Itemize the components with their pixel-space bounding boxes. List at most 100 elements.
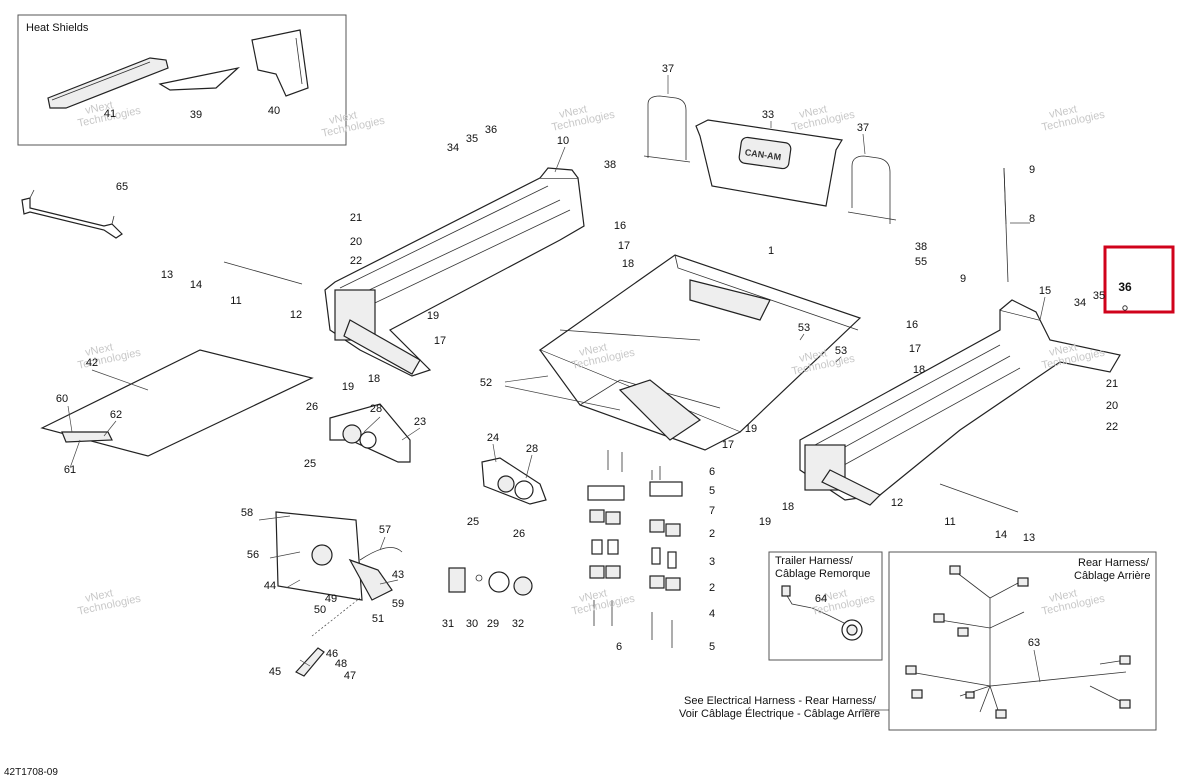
rear-harness-title-2: Câblage Arrière [1074,570,1150,582]
callout-38: 38 [604,159,616,171]
callout-21: 21 [1106,378,1118,390]
callout-9: 9 [1029,164,1035,176]
callout-42: 42 [86,357,98,369]
leader-line [67,405,73,433]
callout-4: 4 [709,608,715,620]
callout-25: 25 [304,458,316,470]
callout-24: 24 [487,432,499,444]
callout-49: 49 [325,593,337,605]
callout-45: 45 [269,666,281,678]
callout-62: 62 [110,409,122,421]
svg-text:vNext: vNext [84,587,114,605]
leader-line [379,579,399,585]
callout-63: 63 [1028,637,1040,649]
svg-text:vNext: vNext [84,99,114,117]
callout-25: 25 [467,516,479,528]
leader-lines [67,75,1046,683]
svg-text:vNext: vNext [798,347,828,365]
trailer-harness-box [768,551,883,661]
leader-line [103,420,117,437]
callout-41: 41 [104,108,116,120]
callout-32: 32 [512,618,524,630]
heat-shield-41 [47,57,169,109]
callout-5: 5 [709,641,715,653]
center-frame-tub [538,254,862,451]
callout-38: 38 [915,241,927,253]
heat-shield-39 [158,66,241,91]
heat-shield-40 [251,29,309,97]
svg-text:vNext: vNext [558,103,588,121]
callout-18: 18 [622,258,634,270]
callout-43: 43 [392,569,404,581]
callout-28: 28 [526,443,538,455]
leader-line [401,427,421,441]
clip-45 [295,647,325,677]
svg-text:vNext: vNext [578,341,608,359]
rod-11-right [939,483,1019,513]
handle-37-left [643,95,691,163]
callout-35: 35 [1093,290,1105,302]
callout-18: 18 [782,501,794,513]
callout-23: 23 [414,416,426,428]
callout-36-highlighted: 36 [1118,280,1132,294]
callout-17: 17 [722,439,734,451]
callout-17: 17 [434,335,446,347]
callout-2: 2 [709,528,715,540]
leader-line [1033,649,1041,683]
callout-35: 35 [466,133,478,145]
callout-5: 5 [709,485,715,497]
leader-line [1039,296,1046,321]
callout-64: 64 [815,593,827,605]
svg-text:vNext: vNext [1048,341,1078,359]
heat-shields-title: Heat Shields [26,22,89,34]
callout-6: 6 [709,466,715,478]
part-30 [475,574,483,582]
callout-17: 17 [909,343,921,355]
callout-1: 1 [768,245,774,257]
leader-line [379,536,386,551]
callout-19: 19 [427,310,439,322]
callout-36: 36 [485,124,497,136]
callout-13: 13 [161,269,173,281]
callout-8: 8 [1029,213,1035,225]
svg-text:vNext: vNext [1048,103,1078,121]
callout-20: 20 [1106,400,1118,412]
callout-37: 37 [857,122,869,134]
svg-text:vNext: vNext [818,587,848,605]
callout-59: 59 [392,598,404,610]
callout-22: 22 [350,255,362,267]
callout-12: 12 [891,497,903,509]
svg-text:vNext: vNext [1048,587,1078,605]
part-29 [488,571,510,593]
callout-40: 40 [268,105,280,117]
callout-60: 60 [56,393,68,405]
callout-34: 34 [447,142,459,154]
callout-11: 11 [230,295,241,307]
callout-65: 65 [116,181,128,193]
svg-text:vNext: vNext [328,109,358,127]
leader-line [862,133,866,155]
bracket-65 [21,189,123,239]
callout-28: 28 [370,403,382,415]
leader-line [258,515,291,521]
callout-17: 17 [618,240,630,252]
callout-14: 14 [995,529,1007,541]
callout-22: 22 [1106,421,1118,433]
highlight-box [1103,245,1175,314]
callout-19: 19 [342,381,354,393]
leader-line [269,551,301,559]
callout-53: 53 [835,345,847,357]
callout-26: 26 [306,401,318,413]
callout-33: 33 [762,109,774,121]
leader-line [799,333,805,341]
